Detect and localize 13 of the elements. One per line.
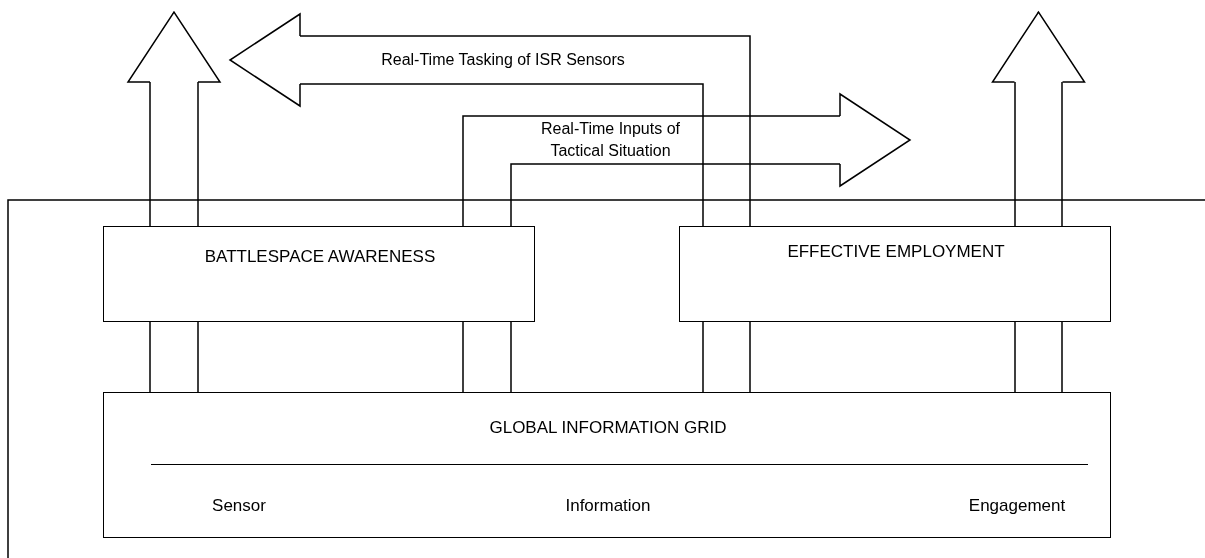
box-title: GLOBAL INFORMATION GRID [488,417,728,439]
connector-lines [149,321,199,393]
column-label: Engagement [967,495,1067,517]
connector-lines [702,321,751,393]
process-box [103,226,535,322]
connector-lines [462,321,512,393]
column-label: Sensor [211,495,267,517]
box-text: BATTLESPACE AWARENESS [203,246,437,268]
box-text: EFFECTIVE EMPLOYMENT [786,241,1006,263]
column-label: Information [564,495,652,517]
process-box [103,392,1111,538]
connector-lines [1014,321,1063,393]
process-box [679,226,1111,322]
